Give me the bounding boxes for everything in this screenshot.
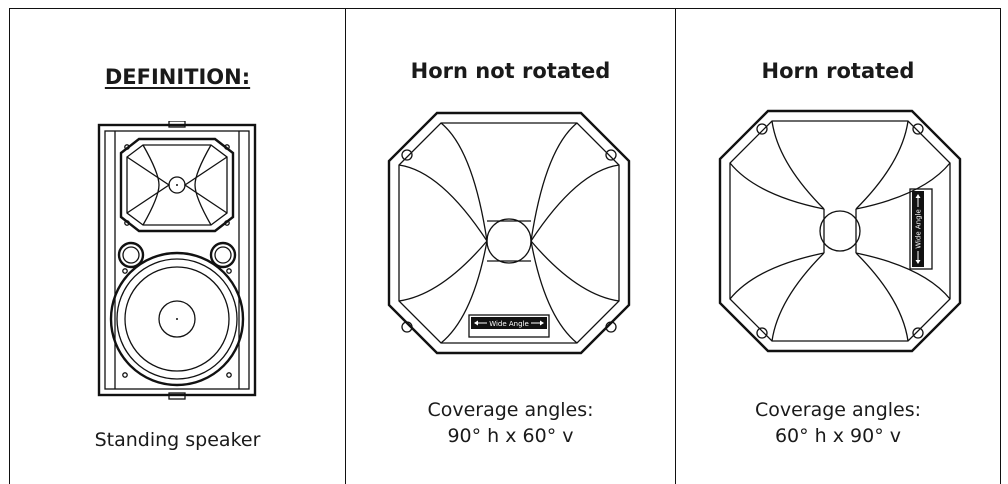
horn-not-rotated-caption: Coverage angles: 90° h x 60° v: [346, 397, 675, 449]
horn-rotated-icon: Wide Angle: [718, 109, 962, 353]
horn-not-rotated-icon: Wide Angle: [387, 111, 631, 355]
horn-not-rotated-heading: Horn not rotated: [410, 59, 611, 83]
horn-rotated-caption-line-2: 60° h x 90° v: [774, 425, 902, 447]
standing-speaker-icon: [97, 121, 257, 400]
definition-caption: Standing speaker: [10, 427, 345, 453]
horn-not-rotated-cell: Horn not rotated: [346, 9, 676, 484]
horn-rotated-caption: Coverage angles: 60° h x 90° v: [676, 397, 1000, 449]
horn-not-rotated-caption-line-2: 90° h x 60° v: [447, 425, 574, 447]
horn-not-rotated-caption-line-1: Coverage angles:: [427, 399, 594, 421]
horn-rotated-cell: Horn rotated: [676, 9, 1000, 484]
definition-heading: DEFINITION:: [104, 65, 251, 89]
definition-caption-line: Standing speaker: [94, 429, 261, 451]
wide-angle-label-rotated: Wide Angle: [915, 209, 923, 249]
horn-rotated-heading: Horn rotated: [761, 59, 915, 83]
definition-table: DEFINITION:: [9, 8, 1001, 484]
horn-rotated-caption-line-1: Coverage angles:: [754, 399, 922, 421]
wide-angle-label: Wide Angle: [489, 320, 529, 328]
definition-cell: DEFINITION:: [10, 9, 346, 484]
